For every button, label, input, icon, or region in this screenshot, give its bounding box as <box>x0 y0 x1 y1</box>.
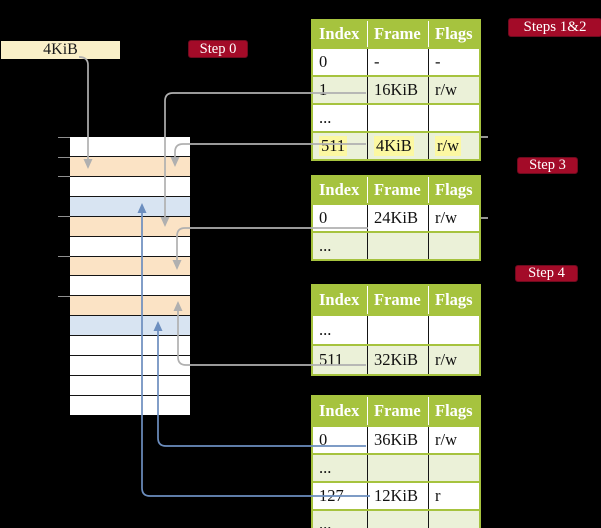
cell-frame <box>367 316 428 344</box>
cell-flags <box>428 455 479 481</box>
header-index: Index <box>313 177 367 203</box>
memory-tick <box>58 295 70 297</box>
cell-index: 511 <box>313 346 367 374</box>
memory-row-white <box>70 275 190 296</box>
page-table-final: Index Frame Flags 0 36KiB r/w ... 127 12… <box>311 395 481 528</box>
table-header-row: Index Frame Flags <box>313 397 479 425</box>
header-flags: Flags <box>428 397 479 425</box>
table-header-row: Index Frame Flags <box>313 286 479 314</box>
cell-frame: 24KiB <box>367 205 428 231</box>
table-row: ... <box>313 314 479 344</box>
memory-row-white <box>70 355 190 376</box>
header-frame: Frame <box>367 177 428 203</box>
memory-row-orange <box>70 215 190 236</box>
cell-index: 1 <box>313 77 367 103</box>
memory-row-white <box>70 394 190 415</box>
cell-index: 0 <box>319 430 328 449</box>
memory-row-orange <box>70 155 190 176</box>
memory-row-blue <box>70 195 190 216</box>
table-row: 0 - - <box>313 47 479 75</box>
header-flags: Flags <box>428 177 479 203</box>
table-row: ... <box>313 453 479 481</box>
memory-row-blue <box>70 315 190 336</box>
cell-index: ... <box>319 320 332 339</box>
memory-row-white <box>70 335 190 356</box>
page-table-step-3: Index Frame Flags 0 24KiB r/w ... <box>311 175 481 261</box>
header-index: Index <box>313 21 367 47</box>
highlight-mark: 511 <box>319 136 348 156</box>
highlight-mark: r/w <box>435 136 461 156</box>
cell-frame <box>367 511 428 528</box>
cell-frame: - <box>367 49 428 75</box>
header-flags: Flags <box>428 21 479 47</box>
memory-row-white <box>70 235 190 256</box>
cell-index: ... <box>313 455 367 481</box>
memory-column <box>70 137 190 415</box>
cell-frame: 4KiB <box>367 133 428 159</box>
header-frame: Frame <box>367 397 428 425</box>
header-index: Index <box>313 286 367 314</box>
cell-flags <box>428 511 479 528</box>
cell-frame: 12KiB <box>367 483 428 509</box>
memory-tick <box>58 175 70 177</box>
cell-flags <box>428 105 479 131</box>
badge-step-3: Step 3 <box>517 157 578 174</box>
cell-frame <box>367 455 428 481</box>
cell-frame <box>367 233 428 259</box>
badge-step-4: Step 4 <box>515 265 578 282</box>
highlight-mark: 4KiB <box>374 136 414 156</box>
cell-frame: 32KiB <box>367 346 428 374</box>
page-table-steps-1-2: Index Frame Flags 0 - - 1 16KiB r/w ... … <box>311 19 481 161</box>
memory-row-orange <box>70 255 190 276</box>
memory-tick <box>58 255 70 257</box>
table-header-row: Index Frame Flags <box>313 21 479 47</box>
table-row-highlighted: 511 4KiB r/w <box>313 131 479 159</box>
memory-row-white <box>70 175 190 196</box>
memory-tick <box>58 215 70 217</box>
table-row: ... <box>313 103 479 131</box>
cell-flags: r/w <box>428 205 479 231</box>
cell-index: ... <box>313 511 367 528</box>
header-flags: Flags <box>428 286 479 314</box>
frame-size-label: 4KiB <box>1 41 120 59</box>
cell-flags: r <box>428 483 479 509</box>
cell-flags: r/w <box>428 427 479 453</box>
table-row: ... <box>313 231 479 259</box>
cell-frame: 16KiB <box>367 77 428 103</box>
table-row: 511 32KiB r/w <box>313 344 479 374</box>
cell-flags: r/w <box>428 133 479 159</box>
memory-tick <box>58 156 70 158</box>
memory-row-white <box>70 375 190 395</box>
badge-step-0: Step 0 <box>188 40 248 58</box>
cell-frame: 36KiB <box>367 427 428 453</box>
cell-index: ... <box>313 233 367 259</box>
table-header-row: Index Frame Flags <box>313 177 479 203</box>
memory-row-orange <box>70 295 190 316</box>
cell-flags: - <box>428 49 479 75</box>
cell-index: 0 <box>319 208 328 227</box>
cell-index: ... <box>319 108 332 127</box>
header-frame: Frame <box>367 21 428 47</box>
memory-tick <box>58 136 70 138</box>
table-row: 0 36KiB r/w <box>313 425 479 453</box>
cell-flags <box>428 316 479 344</box>
cell-frame <box>367 105 428 131</box>
badge-steps-1-2: Steps 1&2 <box>508 18 601 37</box>
cell-index: 0 <box>319 52 328 71</box>
header-frame: Frame <box>367 286 428 314</box>
cell-flags: r/w <box>428 77 479 103</box>
table-row: ... <box>313 509 479 528</box>
table-row: 127 12KiB r <box>313 481 479 509</box>
table-row: 0 24KiB r/w <box>313 203 479 231</box>
header-index: Index <box>313 397 367 425</box>
cell-index: 127 <box>319 486 344 505</box>
cell-flags <box>428 233 479 259</box>
cell-index: 511 <box>313 133 367 159</box>
table-row: 1 16KiB r/w <box>313 75 479 103</box>
cell-flags: r/w <box>428 346 479 374</box>
page-table-step-4: Index Frame Flags ... 511 32KiB r/w <box>311 284 481 376</box>
memory-row-white <box>70 137 190 156</box>
